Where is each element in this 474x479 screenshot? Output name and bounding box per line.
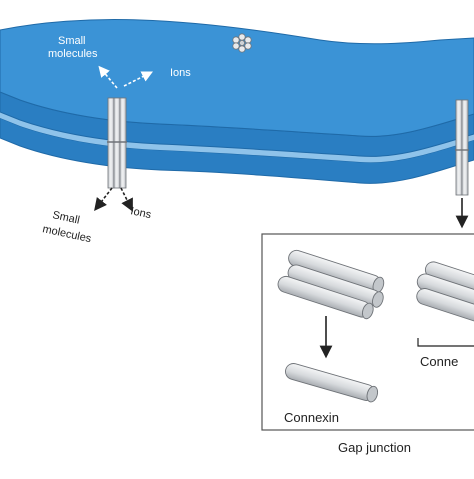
label-ions-bottom: Ions (129, 205, 152, 221)
label-small-molecules-bottom-line2: molecules (41, 223, 92, 245)
label-small-molecules-top-line1: Small (58, 35, 86, 47)
connexon-bundle (277, 249, 385, 320)
label-connexon-partial: Conne (420, 354, 458, 369)
connexon-bracket (417, 338, 474, 347)
membrane-gap (0, 112, 474, 163)
single-connexin (285, 363, 379, 403)
top-diffusion-arrows (98, 65, 154, 89)
arrow-to-small-molecules-top (98, 65, 118, 89)
connexon-bundle-right (416, 261, 474, 325)
left-channel (107, 97, 127, 189)
bottom-diffusion-arrows (94, 187, 133, 212)
arrow-to-ions-bottom (120, 187, 133, 212)
label-small-molecules-bottom-line1: Small (51, 209, 80, 226)
label-small-molecules-top-line2: molecules (48, 48, 98, 60)
arrow-to-small-molecules-bottom (94, 187, 113, 212)
label-ions-top: Ions (170, 67, 191, 79)
label-gap-junction: Gap junction (338, 440, 411, 455)
connexon-top-view (232, 33, 252, 53)
right-channel (455, 99, 469, 196)
arrow-to-ions-top (123, 71, 154, 87)
label-connexin: Connexin (284, 410, 339, 425)
